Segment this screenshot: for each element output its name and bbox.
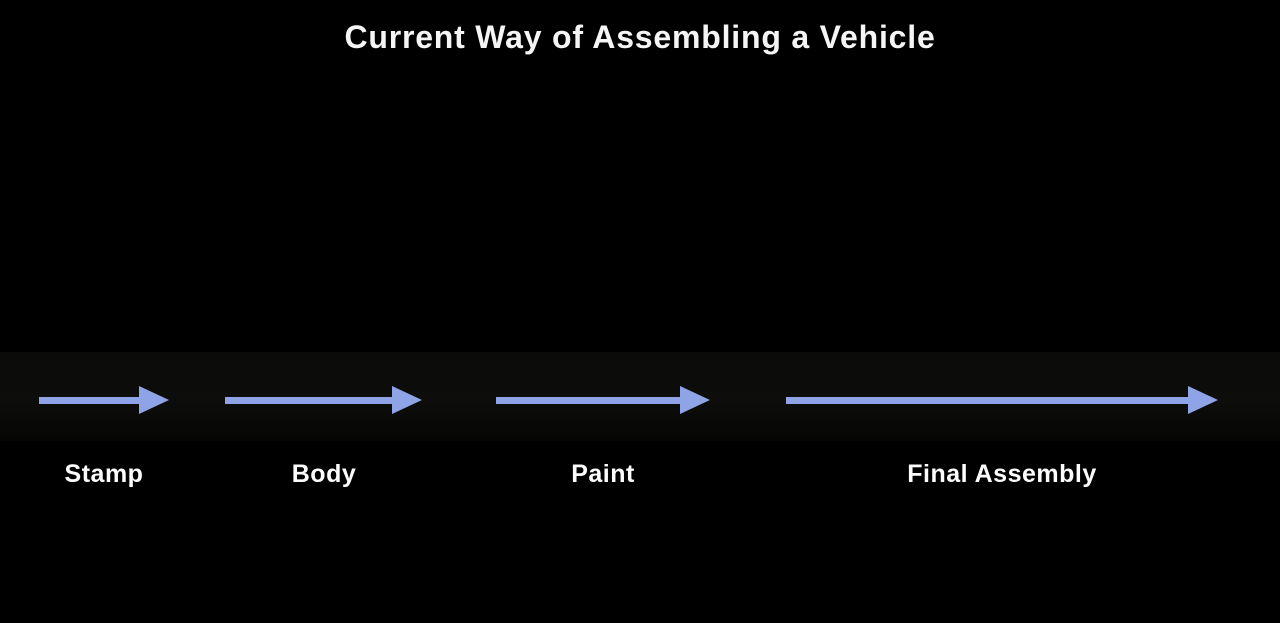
slide-title: Current Way of Assembling a Vehicle	[344, 19, 936, 55]
stage-label-stamp: Stamp	[64, 460, 144, 488]
arrow-head-icon	[392, 386, 422, 414]
arrow-shaft	[786, 396, 1188, 404]
flow-arrow-final-assembly	[786, 386, 1218, 414]
arrow-head-icon	[139, 386, 169, 414]
arrow-head-icon	[680, 386, 710, 414]
flow-arrow-body	[225, 386, 422, 414]
stage-label-body: Body	[291, 460, 357, 488]
flow-arrow-stamp	[39, 386, 169, 414]
arrow-head-icon	[1188, 386, 1218, 414]
stage-label-paint: Paint	[571, 460, 635, 488]
flow-arrow-paint	[496, 386, 710, 414]
stage-label-final-assembly: Final Assembly	[907, 460, 1097, 488]
arrow-shaft	[39, 396, 139, 404]
arrow-shaft	[496, 396, 680, 404]
arrow-shaft	[225, 396, 392, 404]
